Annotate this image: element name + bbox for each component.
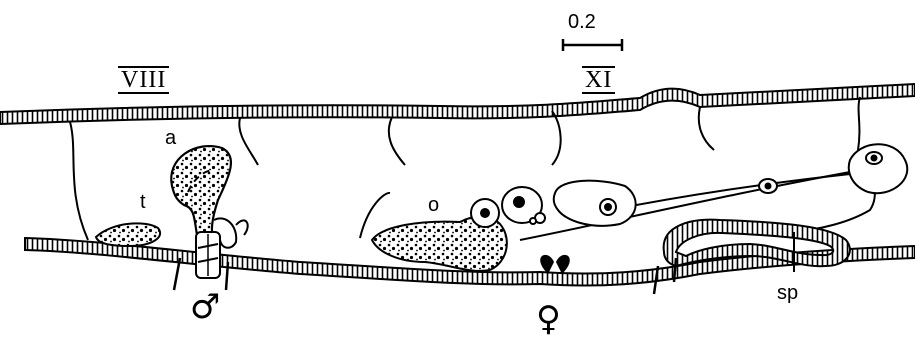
label-o: o (428, 195, 439, 215)
scale-bar (563, 39, 622, 51)
oocytes (471, 144, 907, 227)
label-t: t (140, 192, 146, 212)
segment-label-viii: VIII (118, 66, 169, 94)
female-pore (540, 255, 570, 274)
female-symbol: ♀ (536, 302, 561, 336)
male-symbol: ♂ (190, 290, 220, 324)
scale-bar-label: 0.2 (568, 12, 596, 32)
label-a: a (165, 128, 176, 148)
label-sp: sp (777, 283, 798, 303)
segment-label-xi: XI (582, 66, 615, 94)
testis (96, 223, 160, 246)
